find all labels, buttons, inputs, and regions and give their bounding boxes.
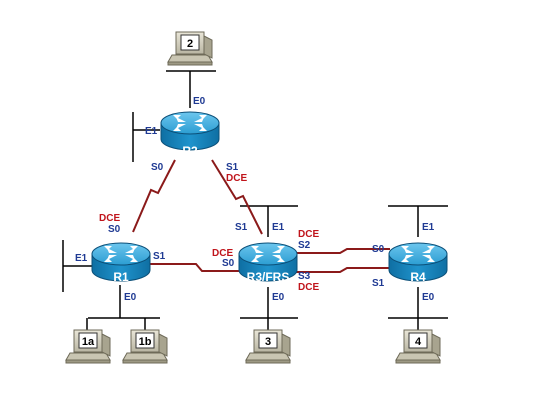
- host-pc-2[interactable]: 2: [167, 31, 213, 66]
- label-r2-s1: S1: [226, 162, 239, 173]
- ethernet-segments: [62, 70, 448, 330]
- label-r1-e0: E0: [124, 292, 137, 303]
- label-r3-s1: S1: [235, 222, 248, 233]
- label-r4-s1: S1: [372, 278, 385, 289]
- host-pc-3-label: 3: [265, 336, 271, 348]
- label-r3-e0: E0: [272, 292, 285, 303]
- label-r2-s1-dce: DCE: [226, 173, 247, 184]
- router-r2-label: R2: [182, 144, 198, 158]
- label-r1-s0: S0: [108, 224, 121, 235]
- serial-r2-r3: [211, 159, 263, 235]
- label-r4-e0: E0: [422, 292, 435, 303]
- label-r1-dce: DCE: [99, 213, 120, 224]
- host-pc-2-label: 2: [187, 38, 193, 50]
- host-pc-4-label: 4: [415, 336, 422, 348]
- serial-r1-r3: [150, 263, 246, 272]
- label-r3-s3: S3: [298, 271, 311, 282]
- host-pc-3[interactable]: 3: [245, 329, 291, 364]
- label-r3-dce-s2: DCE: [298, 229, 319, 240]
- label-r4-s0: S0: [372, 244, 385, 255]
- label-r4-e1: E1: [422, 222, 435, 233]
- router-r4[interactable]: R4: [388, 242, 448, 284]
- serial-r3-r4-s2: [296, 248, 390, 254]
- router-r4-label: R4: [410, 270, 426, 284]
- label-r3-s2: S2: [298, 240, 311, 251]
- label-r2-e0: E0: [193, 96, 206, 107]
- router-r2[interactable]: R2: [160, 111, 220, 158]
- router-r3[interactable]: R3/FRS: [238, 242, 298, 284]
- router-r3-label: R3/FRS: [247, 270, 290, 284]
- serial-links: [132, 159, 390, 273]
- label-r2-e1: E1: [145, 126, 158, 137]
- label-r3-e1: E1: [272, 222, 285, 233]
- label-r3-dce-s3: DCE: [298, 282, 319, 293]
- host-pc-1a-label: 1a: [82, 336, 95, 348]
- host-pc-4[interactable]: 4: [395, 329, 441, 364]
- host-pc-1b[interactable]: 1b: [122, 329, 168, 364]
- serial-r3-r4-s3: [296, 267, 390, 273]
- router-r1[interactable]: R1: [91, 242, 151, 284]
- router-r1-label: R1: [113, 270, 129, 284]
- host-pc-1b-label: 1b: [139, 336, 152, 348]
- serial-r2-r1: [132, 159, 176, 233]
- host-pc-1a[interactable]: 1a: [65, 329, 111, 364]
- label-r3-s0: S0: [222, 258, 235, 269]
- label-r1-e1: E1: [75, 253, 88, 264]
- label-r3-dce-s0: DCE: [212, 248, 233, 259]
- label-r2-s0: S0: [151, 162, 164, 173]
- label-r1-s1: S1: [153, 251, 166, 262]
